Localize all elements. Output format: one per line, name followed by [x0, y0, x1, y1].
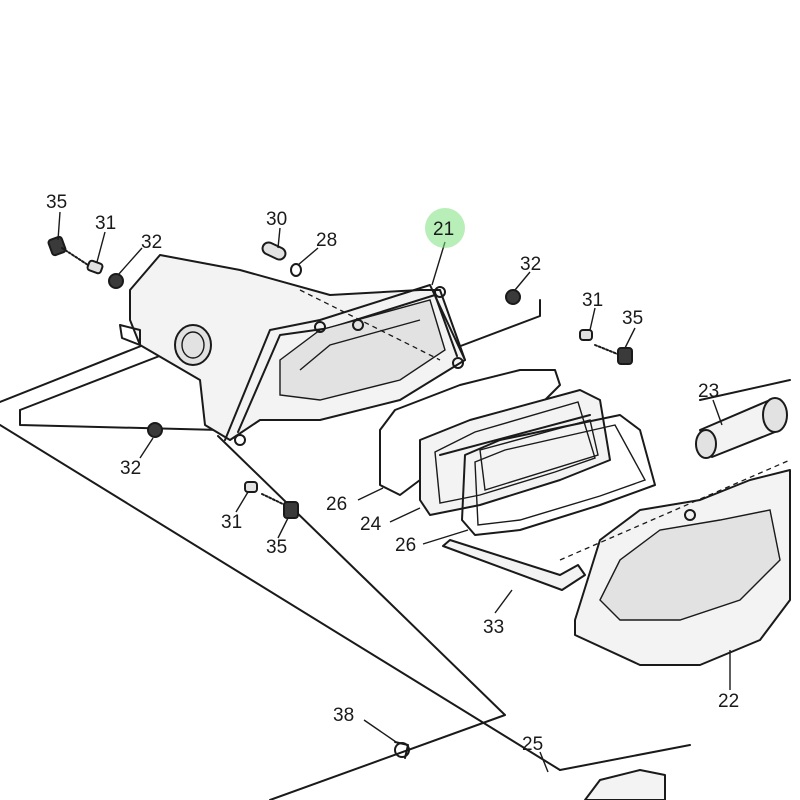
callout-32: 32 [120, 458, 141, 479]
gasket-26-rear [461, 414, 656, 536]
callout-31: 31 [582, 290, 603, 311]
callout-31: 31 [221, 512, 242, 533]
filter-mesh [479, 419, 599, 491]
callout-38: 38 [333, 705, 354, 726]
callout-35: 35 [622, 308, 643, 329]
callout-24: 24 [360, 514, 382, 535]
frame-line-lower [217, 435, 506, 800]
callout-30: 30 [266, 209, 287, 230]
seal-strip-33 [442, 539, 586, 591]
frame-line-bottom-left [0, 424, 561, 771]
frame-line-right-upper [449, 299, 541, 351]
pin-30 [261, 241, 287, 261]
duct-end-left [695, 429, 717, 459]
callout-25: 25 [522, 734, 543, 755]
leader-35c [277, 517, 289, 539]
case-boss-2 [352, 319, 364, 331]
leader-31b [589, 307, 596, 331]
case-port-inner [181, 331, 205, 359]
leader-35b [624, 327, 636, 349]
bolt-thread-lower [261, 493, 286, 506]
bolt-35-lower [283, 501, 299, 519]
o-ring-28 [290, 263, 302, 277]
clamp-38-ring [394, 742, 410, 758]
duct-end-right [762, 397, 788, 433]
leader-30 [277, 227, 281, 249]
cover-recess [599, 509, 781, 621]
frame-line-bottom-right [559, 744, 691, 771]
filter-frame [419, 389, 611, 516]
bolt-35-upper-left [47, 235, 67, 257]
case-boss-3 [434, 286, 446, 298]
filter-seal [439, 414, 591, 456]
callout-35: 35 [46, 192, 67, 213]
grommet-32-lower [147, 422, 163, 438]
leader-33 [494, 589, 513, 614]
intake-duct-23 [695, 397, 788, 459]
case-boss-1 [314, 321, 326, 333]
frame-lines [0, 299, 791, 800]
case-boss-5 [234, 434, 246, 446]
callout-32: 32 [141, 232, 162, 253]
frame-line-far-right [699, 379, 791, 401]
filter-element-24 [419, 389, 611, 516]
leader-31c [235, 491, 249, 513]
leader-23 [712, 399, 723, 426]
case-boss-4 [452, 357, 464, 369]
callout-28: 28 [316, 230, 337, 251]
leader-32b [514, 271, 531, 291]
leader-25 [539, 751, 549, 773]
collar-31-lower [244, 481, 258, 493]
leader-21 [431, 241, 446, 286]
leader-38 [363, 719, 397, 743]
collar-31-right [579, 329, 593, 341]
grommet-32-upper-left [108, 273, 124, 289]
fasteners [47, 235, 666, 800]
filter-frame-inner [434, 401, 596, 504]
callout-23: 23 [698, 381, 719, 402]
leader-26a [357, 487, 384, 501]
case-rim [224, 284, 466, 441]
gasket-rear-inner [474, 424, 647, 526]
callout-26: 26 [326, 494, 347, 515]
case-axis [299, 289, 441, 361]
leader-28 [297, 247, 319, 266]
case-tab [119, 324, 141, 346]
frame-line-top-left [0, 339, 157, 403]
case-rib [299, 319, 421, 371]
callout-highlight [425, 208, 465, 248]
frame-line-inner [19, 349, 176, 411]
leader-32c [139, 437, 154, 459]
callout-31: 31 [95, 213, 116, 234]
frame-line-inner-2 [19, 409, 221, 431]
leader-lines [57, 211, 731, 773]
gasket-rear-outline [461, 414, 656, 536]
leader-26b [422, 529, 469, 545]
callout-33: 33 [483, 617, 504, 638]
leader-24 [389, 507, 421, 523]
leader-35a [57, 211, 61, 241]
callout-26: 26 [395, 535, 416, 556]
grommet-32-right [505, 289, 521, 305]
collar-31-upper-left [86, 259, 104, 275]
bolt-thread [61, 247, 89, 266]
housing-cover-22 [559, 459, 791, 666]
callout-21: 21 [433, 219, 454, 240]
leader-32a [117, 247, 143, 276]
air-box-case [119, 254, 466, 446]
hose-25 [584, 769, 666, 800]
cover-boss [684, 509, 696, 521]
bolt-35-right [617, 347, 633, 365]
callout-35: 35 [266, 537, 287, 558]
bolt-thread-right [594, 344, 621, 356]
cover-axis [559, 459, 791, 561]
callout-labels: 35 31 32 30 28 21 32 31 35 23 32 26 24 2… [46, 192, 739, 755]
callout-22: 22 [718, 691, 739, 712]
case-port [174, 324, 212, 366]
callout-32: 32 [520, 254, 541, 275]
leader-31a [96, 231, 106, 263]
